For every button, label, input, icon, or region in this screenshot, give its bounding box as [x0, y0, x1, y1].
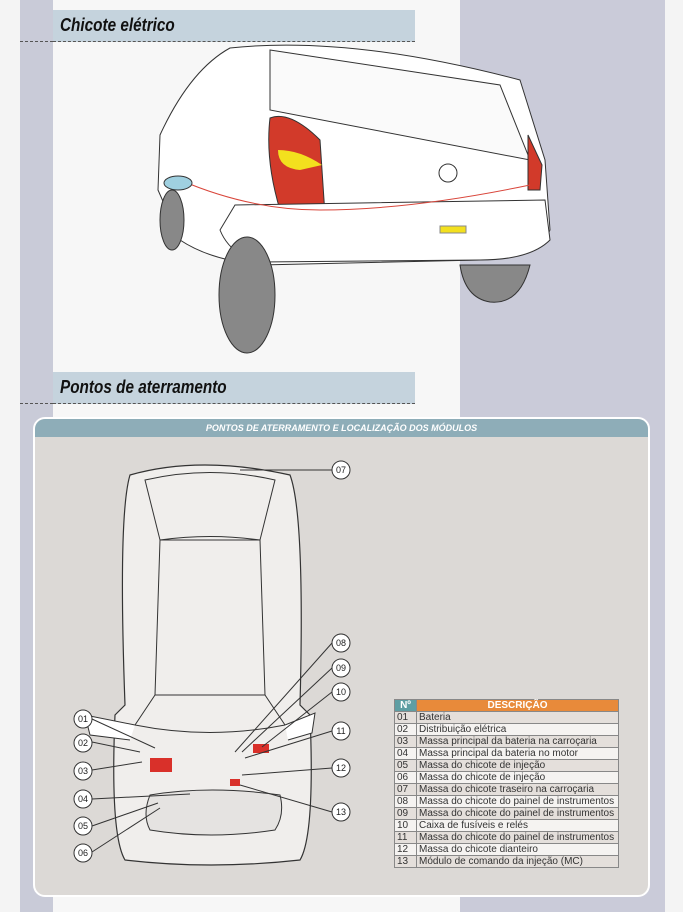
row-number: 05 — [394, 759, 417, 772]
callout-12: 12 — [331, 758, 351, 778]
callout-06: 06 — [73, 843, 93, 863]
svg-text:09: 09 — [336, 663, 346, 673]
panel-title: PONTOS DE ATERRAMENTO E LOCALIZAÇÃO DOS … — [35, 419, 648, 437]
row-description: Massa do chicote do painel de instrument… — [416, 831, 619, 844]
svg-text:03: 03 — [78, 766, 88, 776]
section-title: Chicote elétrico — [60, 15, 175, 35]
row-description: Massa do chicote traseiro na carroçaria — [416, 783, 619, 796]
callout-03: 03 — [73, 761, 93, 781]
row-description: Bateria — [416, 711, 619, 724]
row-description: Massa do chicote do painel de instrument… — [416, 795, 619, 808]
callout-02: 02 — [73, 733, 93, 753]
svg-text:01: 01 — [78, 714, 88, 724]
row-number: 07 — [394, 783, 417, 796]
svg-text:04: 04 — [78, 794, 88, 804]
row-description: Massa do chicote do painel de instrument… — [416, 807, 619, 820]
divider — [20, 403, 53, 404]
svg-text:13: 13 — [336, 807, 346, 817]
section-header-grounding: Pontos de aterramento — [53, 372, 415, 404]
row-description: Massa principal da bateria na carroçaria — [416, 735, 619, 748]
car-top-view-diagram — [84, 464, 316, 866]
svg-text:10: 10 — [336, 687, 346, 697]
car-rear-illustration — [157, 44, 551, 354]
callout-08: 08 — [331, 633, 351, 653]
header-number: Nº — [394, 699, 417, 712]
svg-text:05: 05 — [78, 821, 88, 831]
row-number: 12 — [394, 843, 417, 856]
callout-07: 07 — [331, 460, 351, 480]
callout-09: 09 — [331, 658, 351, 678]
header-description: DESCRIÇÃO — [416, 699, 619, 712]
divider — [20, 41, 53, 42]
row-number: 03 — [394, 735, 417, 748]
row-number: 06 — [394, 771, 417, 784]
row-description: Módulo de comando da injeção (MC) — [416, 855, 619, 868]
callout-01: 01 — [73, 709, 93, 729]
callout-04: 04 — [73, 789, 93, 809]
svg-text:06: 06 — [78, 848, 88, 858]
row-description: Massa do chicote de injeção — [416, 771, 619, 784]
row-number: 02 — [394, 723, 417, 736]
section-title: Pontos de aterramento — [60, 377, 227, 397]
callout-11: 11 — [331, 721, 351, 741]
row-number: 01 — [394, 711, 417, 724]
row-description: Massa principal da bateria no motor — [416, 747, 619, 760]
row-number: 13 — [394, 855, 417, 868]
row-number: 11 — [394, 831, 417, 844]
row-description: Massa do chicote de injeção — [416, 759, 619, 772]
callout-05: 05 — [73, 816, 93, 836]
svg-text:08: 08 — [336, 638, 346, 648]
svg-text:12: 12 — [336, 763, 346, 773]
callout-13: 13 — [331, 802, 351, 822]
svg-text:11: 11 — [336, 726, 345, 736]
svg-text:02: 02 — [78, 738, 88, 748]
row-description: Massa do chicote dianteiro — [416, 843, 619, 856]
row-description: Distribuição elétrica — [416, 723, 619, 736]
section-header-harness: Chicote elétrico — [53, 10, 415, 42]
row-number: 09 — [394, 807, 417, 820]
callout-10: 10 — [331, 682, 351, 702]
row-number: 10 — [394, 819, 417, 832]
row-description: Caixa de fusíveis e relés — [416, 819, 619, 832]
svg-text:07: 07 — [336, 465, 346, 475]
row-number: 04 — [394, 747, 417, 760]
row-number: 08 — [394, 795, 417, 808]
